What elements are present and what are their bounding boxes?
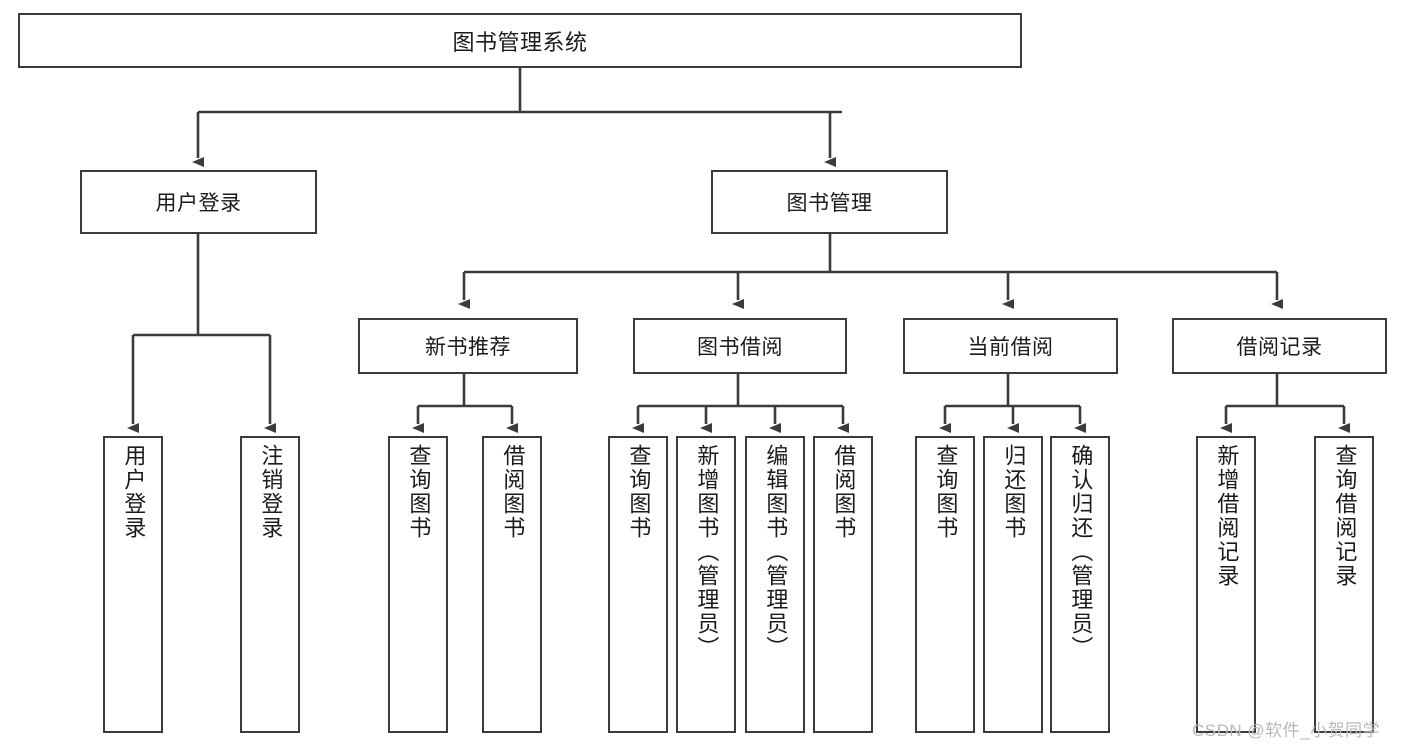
leaf-re-add-record[interactable]: 新增借阅记录	[1196, 436, 1256, 733]
leaf-cu-confirm-return[interactable]: 确认归还（管理员）	[1050, 436, 1110, 733]
node-book-borrow-label: 图书借阅	[697, 336, 783, 359]
leaf-bo-edit-book-label: 编辑图书（管理员）	[763, 444, 789, 660]
leaf-logout[interactable]: 注销登录	[240, 436, 300, 733]
leaf-bo-add-book[interactable]: 新增图书（管理员）	[676, 436, 736, 733]
leaf-cu-query-book[interactable]: 查询图书	[915, 436, 975, 733]
node-user-login[interactable]: 用户登录	[80, 170, 317, 234]
leaf-bo-add-book-label: 新增图书（管理员）	[694, 444, 720, 660]
node-new-book-recommend[interactable]: 新书推荐	[358, 318, 578, 374]
leaf-re-add-record-label: 新增借阅记录	[1214, 444, 1240, 588]
leaf-re-query-record-label: 查询借阅记录	[1332, 444, 1358, 588]
leaf-nb-borrow-book[interactable]: 借阅图书	[482, 436, 542, 733]
leaf-logout-label: 注销登录	[258, 444, 284, 540]
leaf-bo-query-book-label: 查询图书	[626, 444, 652, 540]
leaf-cu-query-book-label: 查询图书	[933, 444, 959, 540]
node-new-book-recommend-label: 新书推荐	[425, 336, 511, 359]
leaf-cu-confirm-return-label: 确认归还（管理员）	[1068, 444, 1094, 660]
node-user-login-label: 用户登录	[155, 192, 242, 215]
leaf-nb-query-book-label: 查询图书	[406, 444, 432, 540]
leaf-bo-edit-book[interactable]: 编辑图书（管理员）	[745, 436, 805, 733]
leaf-bo-borrow-book[interactable]: 借阅图书	[813, 436, 873, 733]
leaf-bo-borrow-book-label: 借阅图书	[831, 444, 857, 540]
node-book-management-label: 图书管理	[786, 192, 873, 215]
leaf-bo-query-book[interactable]: 查询图书	[608, 436, 668, 733]
node-borrow-records-label: 借阅记录	[1236, 336, 1323, 359]
node-root-label: 图书管理系统	[452, 29, 588, 55]
node-current-borrow[interactable]: 当前借阅	[903, 318, 1118, 374]
leaf-user-login[interactable]: 用户登录	[103, 436, 163, 733]
leaf-user-login-label: 用户登录	[121, 444, 147, 540]
node-root[interactable]: 图书管理系统	[18, 13, 1022, 68]
node-book-borrow[interactable]: 图书借阅	[633, 318, 847, 374]
leaf-cu-return-book-label: 归还图书	[1001, 444, 1027, 540]
node-borrow-records[interactable]: 借阅记录	[1172, 318, 1387, 374]
leaf-nb-query-book[interactable]: 查询图书	[388, 436, 448, 733]
node-book-management[interactable]: 图书管理	[711, 170, 948, 234]
leaf-cu-return-book[interactable]: 归还图书	[983, 436, 1043, 733]
leaf-re-query-record[interactable]: 查询借阅记录	[1314, 436, 1374, 733]
watermark: CSDN @软件_小贺同学	[1192, 721, 1381, 740]
leaf-nb-borrow-book-label: 借阅图书	[500, 444, 526, 540]
node-current-borrow-label: 当前借阅	[967, 336, 1054, 359]
